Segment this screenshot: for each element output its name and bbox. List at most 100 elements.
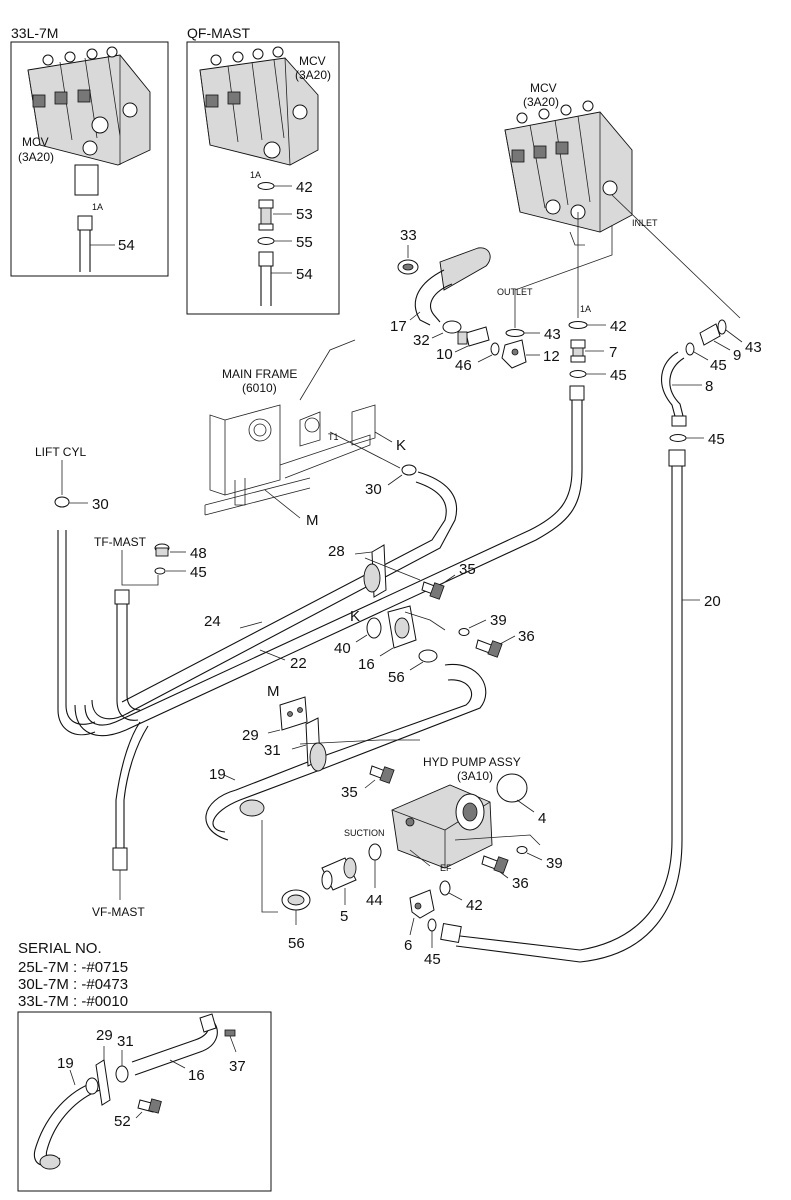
o-ring-45-c (669, 434, 687, 442)
part-53-inset2: 53 (296, 206, 313, 223)
part-9: 9 (733, 347, 741, 364)
tf-mast-label: TF-MAST (94, 535, 147, 549)
clamp-30-left (54, 496, 70, 508)
part-16-detail: 16 (188, 1067, 205, 1084)
inset-33l-7m-mcv-code: (3A20) (18, 150, 54, 164)
part-29-detail: 29 (96, 1027, 113, 1044)
part-42-main: 42 (610, 318, 627, 335)
part-7: 7 (609, 344, 617, 361)
hyd-pump-label: HYD PUMP ASSY (423, 755, 521, 769)
main-mcv-label: MCV (530, 81, 557, 95)
lift-cyl-label: LIFT CYL (35, 445, 86, 459)
part-45-tf: 45 (190, 564, 207, 581)
part-12: 12 (543, 348, 560, 365)
o-ring-45-b (685, 342, 695, 356)
serial-line-3: 33L-7M : -#0010 (18, 993, 128, 1010)
part-56-lower: 56 (288, 935, 305, 952)
main-frame-code: (6010) (242, 381, 277, 395)
main-frame-label: MAIN FRAME (222, 367, 297, 381)
inset-33l-7m-hose-54 (77, 215, 93, 272)
part-55-inset2: 55 (296, 234, 313, 251)
part-19: 19 (209, 766, 226, 783)
bolt-35-lower (369, 765, 395, 784)
o-ring-45-tf (154, 567, 166, 575)
part-56-upper: 56 (388, 669, 405, 686)
part-45-b: 45 (710, 357, 727, 374)
o-ring-42-inset2 (257, 182, 275, 190)
lift-cyl-hose-a (57, 530, 96, 736)
o-ring-42-ef (439, 880, 451, 896)
part-31: 31 (264, 742, 281, 759)
ef-label: EF (440, 863, 452, 873)
part-36-upper: 36 (518, 628, 535, 645)
inset-qf-mast-title: QF-MAST (187, 25, 250, 41)
part-43-main: 43 (544, 326, 561, 343)
detail-hose-16 (131, 1013, 218, 1076)
serial-line-2: 30L-7M : -#0473 (18, 976, 128, 993)
part-4: 4 (538, 810, 546, 827)
serial-block: SERIAL NO. 25L-7M : -#0715 30L-7M : -#04… (18, 940, 128, 1010)
main-mcv-valve (504, 100, 633, 246)
tf-mast-hose (114, 589, 141, 721)
o-ring-44 (368, 843, 382, 861)
inset-qf-mast: QF-MAST MCV (3A20) 1A 42 53 55 (186, 25, 340, 315)
mark-k-frame: K (396, 437, 406, 454)
part-31-detail: 31 (117, 1033, 134, 1050)
o-ring-46 (490, 342, 500, 356)
fitting-9 (699, 323, 721, 346)
leader-outlet (514, 225, 613, 328)
inset-33l-7m-mcv-label: MCV (22, 135, 49, 149)
o-ring-42 (568, 321, 588, 329)
bolt-35-upper (421, 581, 445, 600)
part-45-a: 45 (610, 367, 627, 384)
leader-inlet (611, 194, 741, 319)
part-35-upper: 35 (459, 561, 476, 578)
main-inlet-label: INLET (632, 218, 658, 228)
part-46: 46 (455, 357, 472, 374)
suction-hose-17 (414, 247, 491, 326)
part-17: 17 (390, 318, 407, 335)
part-54-inset1: 54 (118, 237, 135, 254)
clamp-32 (442, 320, 462, 334)
part-37-detail: 37 (229, 1058, 246, 1075)
part-39-upper: 39 (490, 612, 507, 629)
part-30-left: 30 (92, 496, 109, 513)
o-ring-43-inlet (717, 319, 727, 335)
part-19-detail: 19 (57, 1055, 74, 1072)
detail-bolt-52 (137, 1098, 162, 1114)
part-35-lower: 35 (341, 784, 358, 801)
vf-mast-label: VF-MAST (92, 905, 145, 919)
pipe-8 (661, 351, 687, 427)
inset-qf-mast-mcv-code: (3A20) (295, 68, 331, 82)
inset-33l-7m: 33L-7M MCV (3A20) 1A 54 (10, 25, 169, 277)
leader-tf-mast (121, 550, 159, 586)
part-44: 44 (366, 892, 383, 909)
part-40: 40 (334, 640, 351, 657)
clamp-33 (397, 259, 419, 275)
part-42-ef: 42 (466, 897, 483, 914)
serial-heading: SERIAL NO. (18, 940, 102, 957)
inset-33l-7m-mcv-drawing (27, 46, 151, 196)
hyd-pump-code: (3A10) (457, 769, 493, 783)
suction-label: SUCTION (344, 828, 385, 838)
elbow-12 (501, 339, 527, 369)
hyd-pump-body (391, 784, 541, 869)
inset-qf-mast-mcv-drawing (199, 46, 319, 166)
part-33: 33 (400, 227, 417, 244)
o-ring-45-a (569, 370, 587, 378)
leader-t1 (329, 431, 401, 469)
suction-hose-19 (205, 663, 487, 841)
part-39-lower: 39 (546, 855, 563, 872)
o-ring-43 (505, 329, 525, 337)
inset-qf-mast-port-1a: 1A (250, 170, 261, 180)
part-28: 28 (328, 543, 345, 560)
bolt-36-lower (481, 855, 509, 874)
part-24: 24 (204, 613, 221, 630)
part-32: 32 (413, 332, 430, 349)
vf-mast-hose (112, 721, 149, 900)
serial-line-1: 25L-7M : -#0715 (18, 959, 128, 976)
fitting-53-inset2 (258, 199, 274, 231)
bracket-29 (279, 696, 308, 731)
o-ring-4 (496, 773, 528, 803)
leader-ef (409, 849, 431, 867)
